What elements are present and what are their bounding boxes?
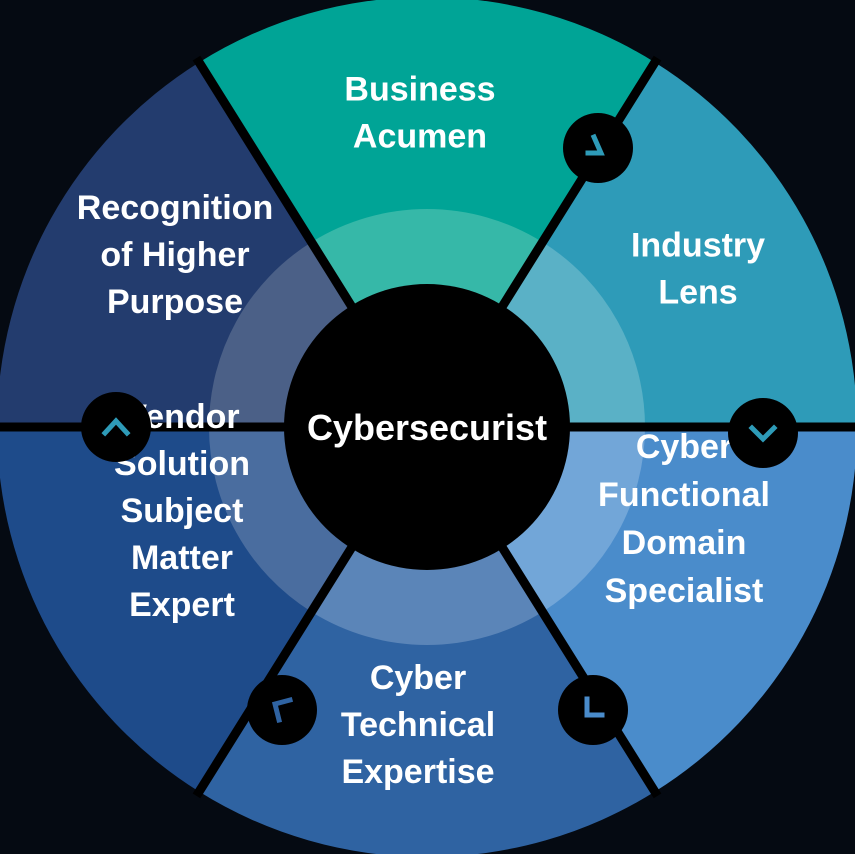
- connector-technical-vendor: [247, 675, 317, 745]
- segment-label-line: Technical: [341, 706, 495, 744]
- connector-vendor-recognition: [81, 392, 151, 462]
- segment-label-line: Industry: [631, 227, 765, 265]
- chevron-down-left-icon: [584, 696, 605, 718]
- segment-label-line: Business: [344, 71, 495, 109]
- segment-label-line: Recognition: [77, 189, 273, 227]
- connector-circle: [728, 398, 798, 468]
- segment-label-line: Functional: [598, 476, 770, 514]
- connector-circle: [558, 675, 628, 745]
- segment-label-line: Matter: [131, 539, 233, 577]
- segment-label-line: Cyber: [370, 659, 466, 697]
- chevron-down-right-icon: [585, 133, 605, 156]
- segment-separator: [192, 55, 358, 313]
- connector-circle: [247, 675, 317, 745]
- segment-separator: [496, 55, 662, 313]
- segment-label-line: Lens: [658, 274, 737, 312]
- connector-business-industry: [563, 113, 633, 183]
- connectors-layer: [81, 113, 798, 745]
- segment-label-line: Acumen: [353, 118, 487, 156]
- chevron-down-icon: [748, 424, 778, 443]
- segment-label-line: Subject: [121, 492, 244, 530]
- chevron-up-left-icon: [271, 696, 294, 724]
- connector-circle: [81, 392, 151, 462]
- segment-label-line: of Higher: [100, 236, 249, 274]
- segment-label-line: Expertise: [341, 753, 494, 791]
- segment-label-line: Domain: [622, 524, 747, 562]
- segment-separator: [192, 541, 358, 799]
- segment-separator: [496, 541, 662, 799]
- connector-functional-technical: [558, 675, 628, 745]
- segment-label-line: Expert: [129, 586, 235, 624]
- segment-label-line: Cyber: [636, 428, 732, 466]
- segment-label-line: Purpose: [107, 283, 243, 321]
- chevron-up-icon: [101, 417, 131, 437]
- connector-industry-functional: [728, 398, 798, 468]
- center-label: Cybersecurist: [307, 407, 547, 448]
- center-circle: [284, 284, 570, 570]
- segment-label-line: Specialist: [605, 572, 764, 610]
